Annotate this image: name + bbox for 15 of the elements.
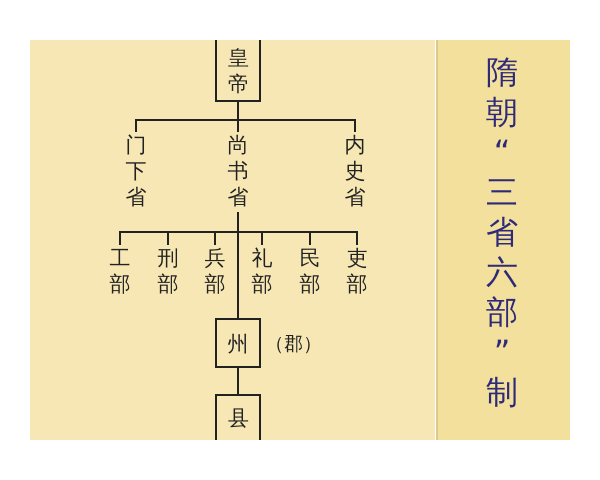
office-box: 州 <box>215 318 261 368</box>
office-box: 县 <box>215 394 261 440</box>
office-label: 兵部 <box>201 245 229 299</box>
office-label: 礼部 <box>248 245 276 299</box>
office-label: 刑部 <box>154 245 182 299</box>
office-label: 尚书省 <box>224 132 252 212</box>
office-label: 民部 <box>296 245 324 299</box>
office-label: 工部 <box>106 245 134 299</box>
beside-label: （郡） <box>265 332 322 357</box>
office-label: 门下省 <box>122 132 150 212</box>
title: 隋朝“三省六部”制 <box>485 52 519 412</box>
office-label: 吏部 <box>343 245 371 299</box>
office-box: 皇帝 <box>215 40 261 102</box>
office-label: 内史省 <box>341 132 369 212</box>
connector-line <box>237 368 239 394</box>
